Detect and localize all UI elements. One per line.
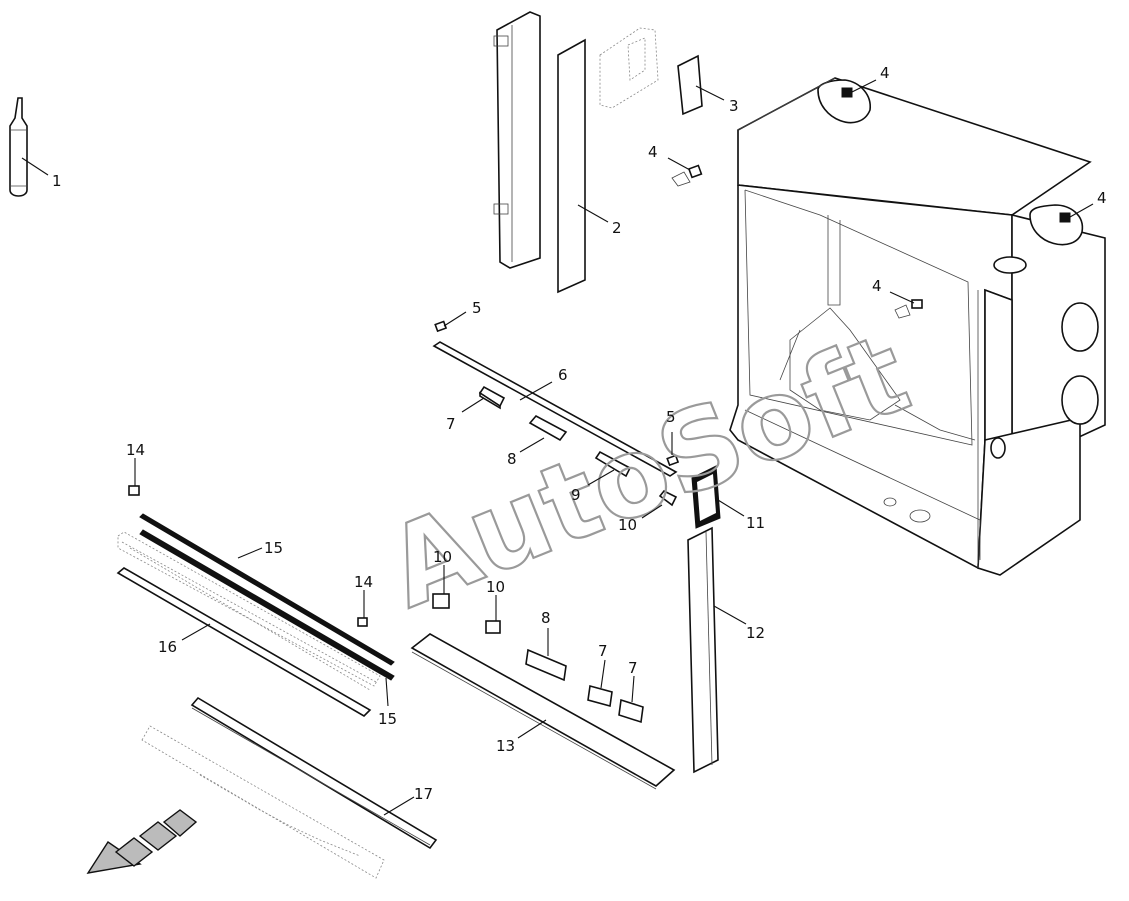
callout-7b: 7 xyxy=(598,642,608,660)
seal-pad-11 xyxy=(691,465,721,529)
callout-8a: 8 xyxy=(507,450,517,468)
pads-5 xyxy=(434,320,680,467)
direction-arrow-icon xyxy=(86,809,198,874)
callout-7a: 7 xyxy=(446,415,456,433)
radiator-frame-assembly xyxy=(729,77,1106,576)
pads-7-8-9-upper xyxy=(478,385,632,478)
pad-10-upper xyxy=(658,489,678,507)
callout-4a: 4 xyxy=(880,64,890,82)
callout-10b: 10 xyxy=(433,548,452,566)
cover-plate-ghost xyxy=(599,27,659,109)
callout-4d: 4 xyxy=(872,277,882,295)
strip-17 xyxy=(190,696,438,850)
pad-14 xyxy=(128,485,368,627)
seal-strip-2 xyxy=(557,38,586,294)
callout-15a: 15 xyxy=(264,539,283,557)
strip-16 xyxy=(116,567,372,718)
seal-pads-4 xyxy=(671,87,1071,319)
callout-10c: 10 xyxy=(486,578,505,596)
callout-9: 9 xyxy=(571,486,581,504)
bottom-rail-ghost xyxy=(141,725,385,879)
callout-4b: 4 xyxy=(648,143,658,161)
callout-13: 13 xyxy=(496,737,515,755)
callout-12: 12 xyxy=(746,624,765,642)
seal-strip-6 xyxy=(432,341,678,477)
rail-channel xyxy=(117,531,381,691)
callout-14a: 14 xyxy=(126,441,145,459)
callout-5a: 5 xyxy=(472,299,482,317)
seal-strip-12 xyxy=(687,526,719,774)
sealant-tube xyxy=(9,97,28,197)
callout-5b: 5 xyxy=(666,408,676,426)
seal-strips-15 xyxy=(139,513,395,681)
callout-6: 6 xyxy=(558,366,568,384)
pads-lower xyxy=(432,593,644,724)
callout-7c: 7 xyxy=(628,659,638,677)
callout-11: 11 xyxy=(746,514,765,532)
callout-16: 16 xyxy=(158,638,177,656)
callout-1: 1 xyxy=(52,172,62,190)
callout-14b: 14 xyxy=(354,573,373,591)
callout-17: 17 xyxy=(414,785,433,803)
callout-15b: 15 xyxy=(378,710,397,728)
side-frame-panel xyxy=(493,11,541,269)
callout-2: 2 xyxy=(612,219,622,237)
callout-8b: 8 xyxy=(541,609,551,627)
callout-10a: 10 xyxy=(618,516,637,534)
callout-3: 3 xyxy=(729,97,739,115)
seal-pad-3 xyxy=(677,54,703,116)
leader-lines xyxy=(21,79,1094,816)
callout-4c: 4 xyxy=(1097,189,1107,207)
callout-labels: 1 2 3 4 4 4 4 5 5 6 7 7 7 8 8 9 10 10 10… xyxy=(52,64,1107,803)
base-strip-13 xyxy=(410,633,676,790)
